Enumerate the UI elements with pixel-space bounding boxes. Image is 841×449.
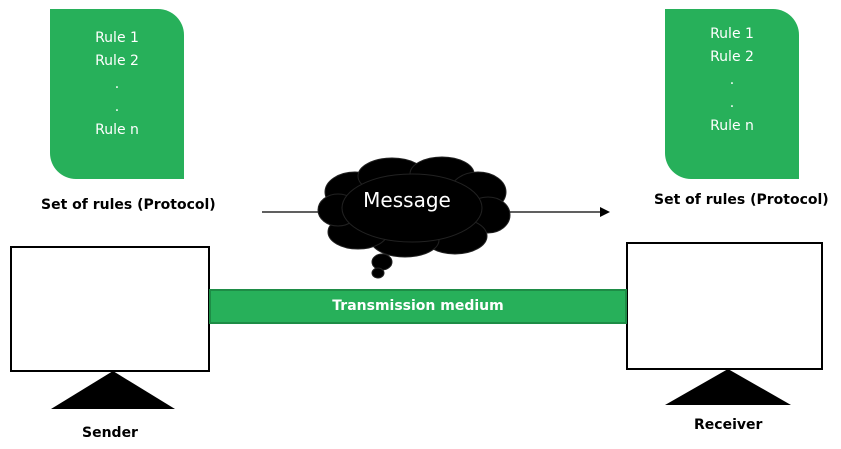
sender-label: Sender	[82, 425, 138, 441]
receiver-monitor-stand	[665, 369, 791, 405]
sender-rules-card: Rule 1 Rule 2 . . Rule n	[50, 9, 184, 179]
receiver-label: Receiver	[694, 417, 763, 433]
receiver-monitor	[626, 242, 823, 370]
transmission-medium: Transmission medium	[209, 289, 627, 324]
sender-rule-line: Rule 2	[95, 53, 139, 69]
receiver-rule-line: .	[729, 95, 735, 111]
receiver-protocol-caption: Set of rules (Protocol)	[654, 192, 829, 208]
sender-rule-line: .	[114, 76, 120, 92]
receiver-rules-card: Rule 1 Rule 2 . . Rule n	[665, 9, 799, 179]
sender-rule-line: .	[114, 99, 120, 115]
sender-rule-line: Rule 1	[95, 30, 139, 46]
receiver-rule-line: .	[729, 72, 735, 88]
sender-monitor	[10, 246, 210, 372]
arrow-head-icon	[600, 207, 610, 217]
message-label: Message	[363, 188, 451, 212]
receiver-rule-line: Rule n	[710, 118, 754, 134]
receiver-rule-line: Rule 1	[710, 26, 754, 42]
sender-protocol-caption: Set of rules (Protocol)	[41, 197, 216, 213]
message-cloud-icon	[317, 156, 511, 279]
sender-rule-line: Rule n	[95, 122, 139, 138]
sender-monitor-stand	[51, 371, 175, 409]
receiver-rule-line: Rule 2	[710, 49, 754, 65]
